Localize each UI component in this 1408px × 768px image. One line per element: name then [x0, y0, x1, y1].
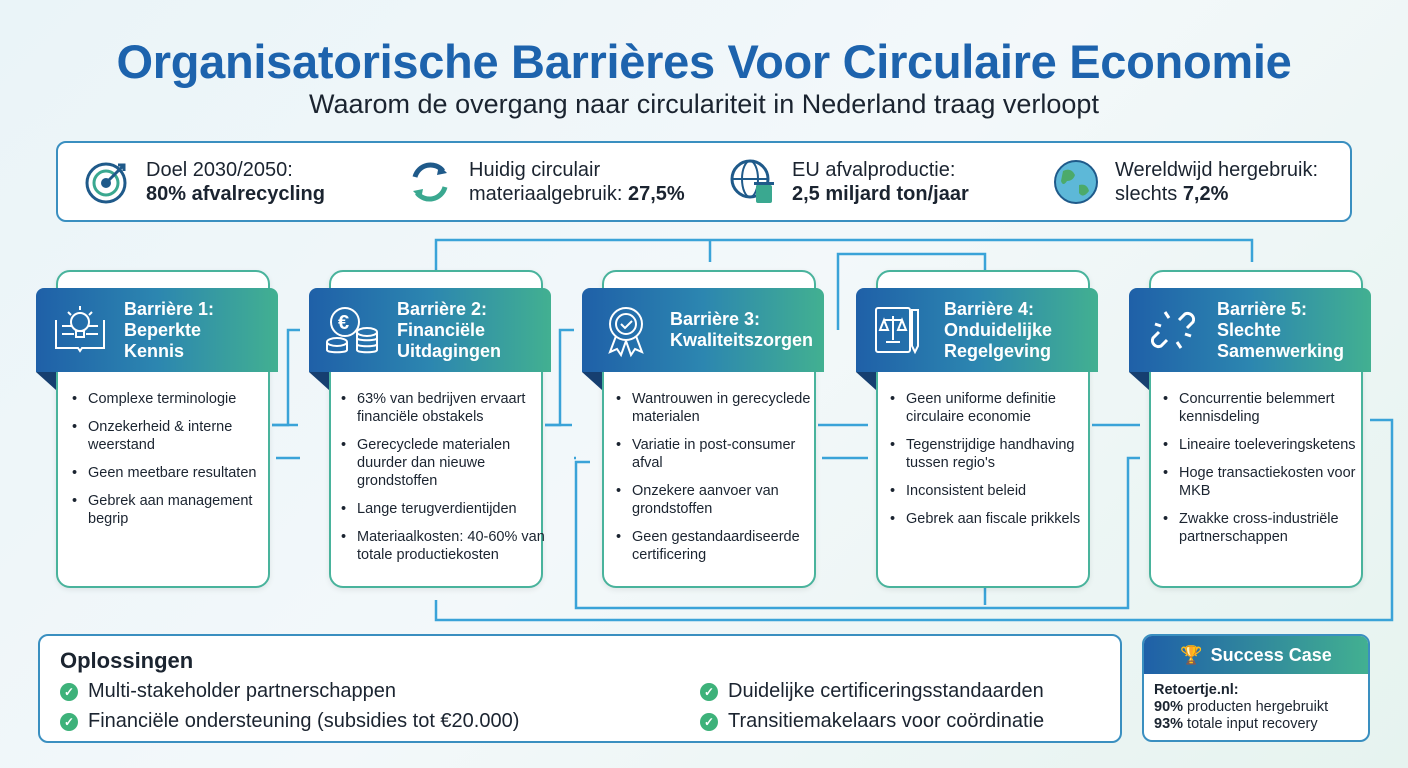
barrier-number: Barrière 4: — [944, 298, 1035, 319]
list-item: Onzekere aanvoer van grondstoffen — [616, 482, 826, 518]
success-stat: 90% — [1154, 699, 1184, 715]
stat-value: 27,5% — [627, 182, 685, 205]
success-header: 🏆 Success Case — [1144, 636, 1368, 674]
ribbon-fold — [582, 372, 602, 390]
list-item: Materiaalkosten: 40-60% van totale produ… — [341, 528, 551, 564]
solution-item: ✓ Duidelijke certificeringsstandaarden — [700, 680, 1044, 703]
stat-label: EU afvalproductie: — [792, 158, 956, 181]
stats-bar: Doel 2030/2050:80% afvalrecycling Huidig… — [56, 141, 1352, 222]
check-icon: ✓ — [700, 682, 718, 701]
list-item: Lineaire toeleveringsketens — [1163, 436, 1373, 454]
list-item: 63% van bedrijven ervaart financiële obs… — [341, 390, 551, 426]
euro-coins-icon: € — [326, 307, 378, 354]
ribbon-fold — [856, 372, 876, 390]
list-item: Lange terugverdientijden — [341, 500, 551, 518]
broken-chain-icon — [1150, 311, 1196, 349]
list-item: Concurrentie belemmert kennisdeling — [1163, 390, 1373, 426]
quality-badge-icon — [608, 307, 644, 358]
list-item: Onzekerheid & interne weerstand — [72, 418, 282, 454]
card-header: Barrière 1:Beperkte Kennis — [36, 288, 278, 372]
list-item: Gebrek aan fiscale prikkels — [890, 510, 1100, 528]
target-icon — [85, 162, 127, 203]
svg-text:€: € — [338, 312, 349, 334]
list-item: Complexe terminologie — [72, 390, 282, 408]
check-icon: ✓ — [700, 712, 718, 731]
stat-eu-waste: EU afvalproductie:2,5 miljard ton/jaar — [704, 157, 1027, 207]
list-item: Inconsistent beleid — [890, 482, 1100, 500]
stat-label: materiaalgebruik: — [469, 182, 628, 205]
book-lightbulb-icon — [55, 306, 105, 353]
ribbon-fold — [309, 372, 329, 390]
success-title: Success Case — [1210, 644, 1332, 665]
solution-text: Duidelijke certificeringsstandaarden — [728, 680, 1044, 702]
list-item: Gerecyclede materialen duurder dan nieuw… — [341, 436, 551, 490]
recycle-arrows-icon — [412, 162, 448, 201]
ribbon-fold — [36, 372, 56, 390]
solution-text: Transitiemakelaars voor coördinatie — [728, 710, 1045, 732]
solution-item: ✓ Financiële ondersteuning (subsidies tot… — [60, 710, 519, 733]
ribbon-fold — [1129, 372, 1149, 390]
list-item: Geen meetbare resultaten — [72, 464, 282, 482]
check-icon: ✓ — [60, 682, 78, 701]
card-header: € Barrière 2:Financiële Uitdagingen — [309, 288, 551, 372]
list-item: Variatie in post-consumer afval — [616, 436, 826, 472]
page-subtitle: Waarom de overgang naar circulariteit in… — [309, 89, 1099, 119]
solution-item: ✓ Transitiemakelaars voor coördinatie — [700, 710, 1044, 733]
stat-value: 2,5 miljard ton/jaar — [792, 182, 969, 205]
barrier-title: Beperkte Kennis — [124, 319, 202, 361]
stat-label: Wereldwijd hergebruik: — [1115, 158, 1319, 181]
card-header: Barrière 3:Kwaliteitszorgen — [582, 288, 824, 372]
law-book-icon — [875, 307, 919, 355]
success-company: Retoertje.nl: — [1154, 682, 1239, 698]
stat-label: Huidig circulair — [469, 158, 601, 181]
barrier-title: Financiële Uitdagingen — [397, 319, 501, 361]
solution-text: Multi-stakeholder partnerschappen — [88, 680, 396, 702]
stat-label: Doel 2030/2050: — [146, 158, 293, 181]
barrier-number: Barrière 5: — [1217, 298, 1308, 319]
stat-value: 7,2% — [1182, 182, 1229, 205]
success-stat-label: totale input recovery — [1183, 716, 1318, 732]
stat-value: 80% afvalrecycling — [146, 182, 325, 205]
list-item: Zwakke cross-industriële partnerschappen — [1163, 510, 1373, 546]
solution-item: ✓ Multi-stakeholder partnerschappen — [60, 680, 396, 703]
success-stat: 93% — [1154, 716, 1184, 732]
success-stat-label: producten hergebruikt — [1183, 699, 1329, 715]
list-item: Geen gestandaardiseerde certificering — [616, 528, 826, 564]
trophy-icon: 🏆 — [1180, 644, 1203, 665]
solutions-panel: Oplossingen ✓ Multi-stakeholder partnersc… — [38, 634, 1122, 743]
globe-trash-icon — [730, 159, 774, 203]
barrier-title: Slechte Samenwerking — [1217, 319, 1345, 361]
barrier-number: Barrière 3: — [670, 309, 761, 329]
list-item: Gebrek aan management begrip — [72, 492, 282, 528]
solution-text: Financiële ondersteuning (subsidies tot … — [88, 710, 520, 732]
card-header: Barrière 4:Onduidelijke Regelgeving — [856, 288, 1098, 372]
success-case-panel: 🏆 Success Case Retoertje.nl: 90% producte… — [1142, 634, 1370, 742]
check-icon: ✓ — [60, 712, 78, 731]
barrier-number: Barrière 2: — [397, 298, 488, 319]
stat-goal: Doel 2030/2050:80% afvalrecycling — [58, 157, 381, 207]
list-item: Tegenstrijdige handhaving tussen regio's — [890, 436, 1100, 472]
barrier-title: Kwaliteitszorgen — [670, 330, 814, 350]
list-item: Geen uniforme definitie circulaire econo… — [890, 390, 1100, 426]
list-item: Wantrouwen in gerecyclede materialen — [616, 390, 826, 426]
barrier-title: Onduidelijke Regelgeving — [944, 319, 1053, 361]
card-header: Barrière 5:Slechte Samenwerking — [1129, 288, 1371, 372]
solutions-title: Oplossingen — [60, 648, 194, 673]
list-item: Hoge transactiekosten voor MKB — [1163, 464, 1373, 500]
page-title: Organisatorische Barrières Voor Circulai… — [116, 35, 1292, 88]
stat-label: slechts — [1115, 182, 1183, 205]
barrier-number: Barrière 1: — [124, 298, 215, 319]
stat-global-reuse: Wereldwijd hergebruik:slechts 7,2% — [1027, 157, 1350, 207]
earth-icon — [1054, 159, 1098, 204]
